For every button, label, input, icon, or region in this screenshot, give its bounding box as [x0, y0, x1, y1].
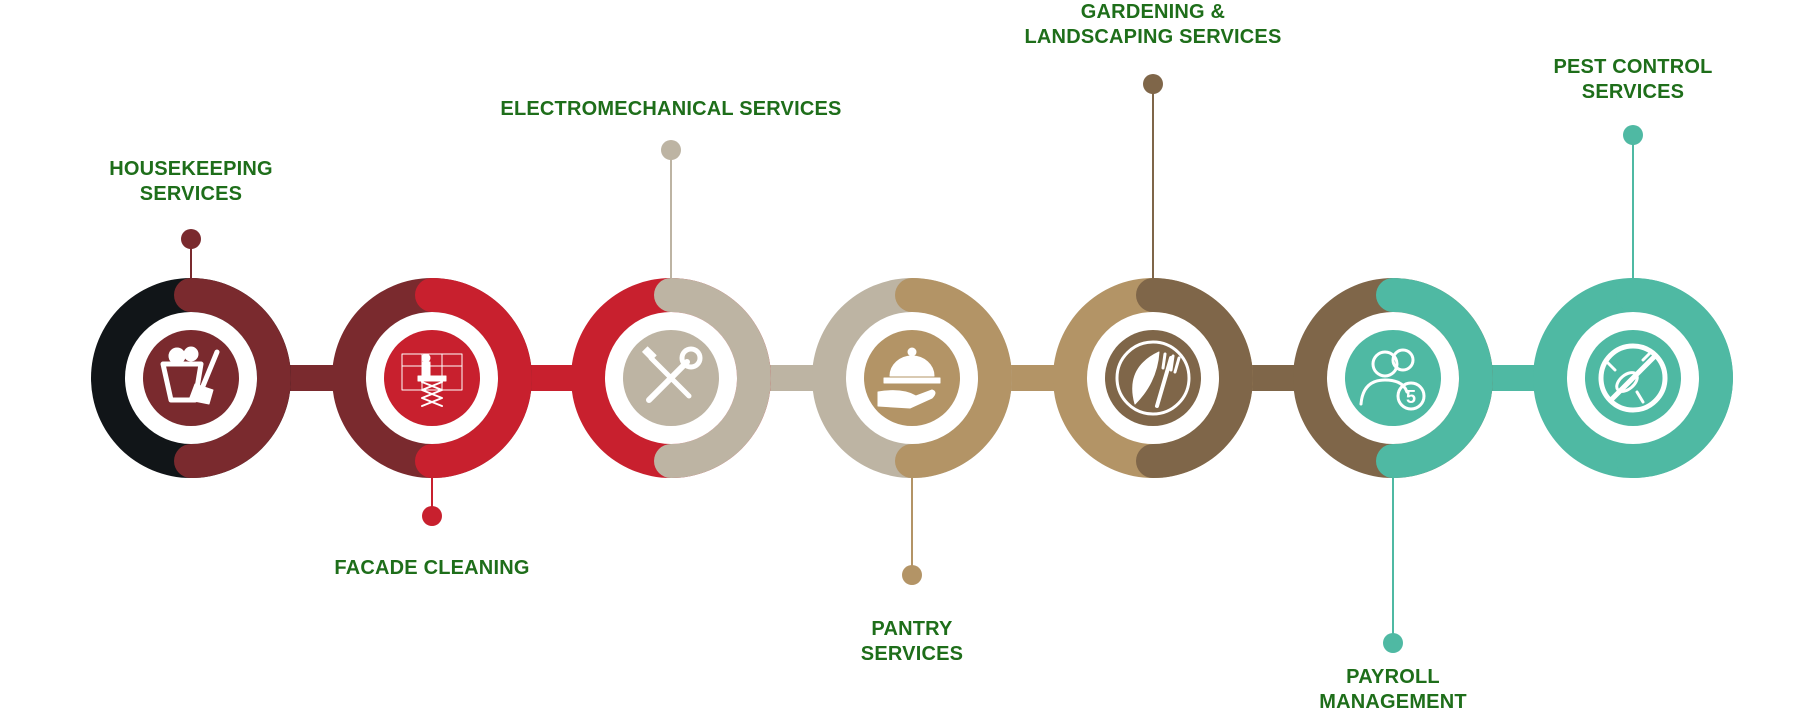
service-node-electromechanical	[571, 278, 771, 478]
service-label-line: HOUSEKEEPING	[109, 158, 273, 180]
pin-dot	[422, 506, 442, 526]
service-label-pantry: PANTRY SERVICES	[861, 617, 963, 667]
svg-text:5: 5	[1406, 387, 1416, 407]
facade-lift-worker-icon	[401, 353, 463, 407]
pin-dot	[661, 140, 681, 160]
service-label-line: LANDSCAPING SERVICES	[1024, 26, 1282, 48]
pin-dot	[1623, 125, 1643, 145]
service-label-electromechanical: ELECTROMECHANICAL SERVICES	[500, 97, 841, 122]
service-label-line: GARDENING &	[1080, 1, 1226, 23]
service-node-payroll: 5	[1293, 278, 1493, 478]
service-label-line: PAYROLL	[1346, 666, 1440, 688]
ring-right-half	[654, 278, 771, 478]
service-node-gardening	[1053, 278, 1253, 478]
leaf-fork-icon	[1115, 340, 1191, 416]
pin-dot	[902, 565, 922, 585]
icon-disk	[1345, 330, 1441, 426]
ring-right-half	[1136, 278, 1253, 478]
service-label-housekeeping: HOUSEKEEPING SERVICES	[109, 157, 273, 207]
housekeeping-bucket-broom-icon	[160, 346, 220, 405]
service-label-gardening: GARDENING & LANDSCAPING SERVICES	[1024, 0, 1281, 50]
ring-right-half	[415, 278, 532, 478]
ring-right-half	[1376, 278, 1493, 478]
service-label-line: ELECTROMECHANICAL SERVICES	[500, 98, 842, 120]
icon-disk	[143, 330, 239, 426]
pin-dot	[1383, 633, 1403, 653]
service-label-line: SERVICES	[1581, 81, 1685, 103]
service-node-pantry	[812, 278, 1012, 478]
people-coin-icon: 5	[1359, 348, 1426, 411]
serving-cloche-icon	[877, 347, 941, 409]
no-bugs-icon	[1598, 343, 1668, 413]
service-label-facade: FACADE CLEANING	[334, 556, 529, 581]
service-node-housekeeping	[91, 278, 291, 478]
ring-right-half	[174, 278, 291, 478]
service-label-line: MANAGEMENT	[1319, 691, 1467, 713]
pin-dot	[181, 229, 201, 249]
service-label-line: PANTRY	[871, 618, 953, 640]
service-node-facade	[332, 278, 532, 478]
ring-right-half	[895, 278, 1012, 478]
ring-right-half	[1616, 278, 1733, 478]
service-label-line: SERVICES	[139, 183, 243, 205]
wrench-screwdriver-icon	[642, 346, 703, 403]
service-label-line: PEST CONTROL	[1553, 56, 1713, 78]
service-label-line: FACADE CLEANING	[334, 557, 530, 579]
pin-dot	[1143, 74, 1163, 94]
service-label-payroll: PAYROLL MANAGEMENT	[1319, 665, 1467, 715]
service-label-pestcontrol: PEST CONTROL SERVICES	[1553, 55, 1712, 105]
service-label-line: SERVICES	[860, 643, 964, 665]
service-node-pestcontrol	[1533, 278, 1733, 478]
